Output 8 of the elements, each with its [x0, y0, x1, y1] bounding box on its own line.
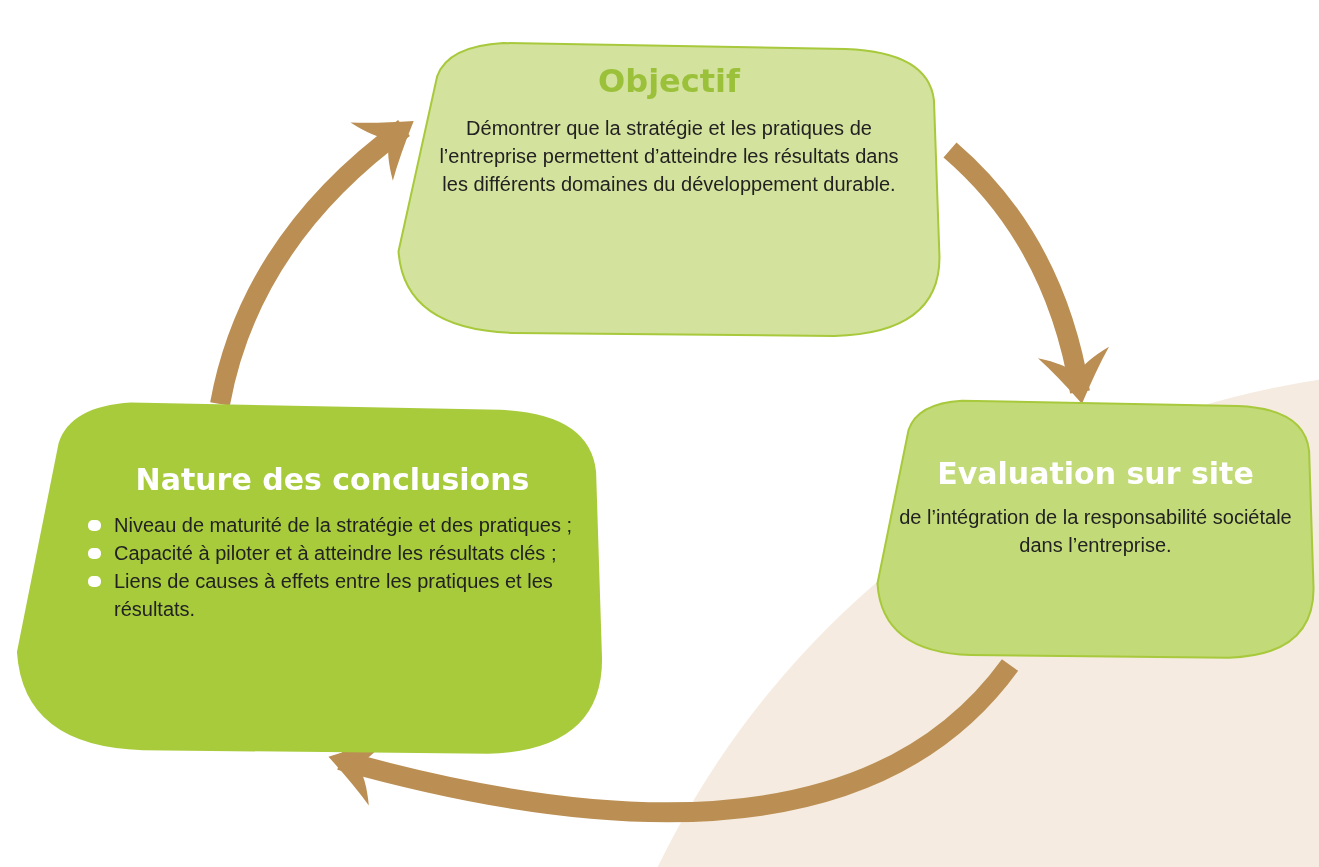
node-description: de l’intégration de la responsabilité sociétale dans l’entreprise.: [898, 505, 1293, 558]
list-item: Liens de causes à effets entre les pratiques et les résultats.: [114, 570, 553, 620]
node-heading: Objectif: [597, 62, 742, 100]
list-item: Niveau de maturité de la stratégie et des pratiques ;: [114, 514, 573, 536]
node-heading: Nature des conclusions: [134, 462, 531, 497]
node-heading: Evaluation sur site: [936, 456, 1255, 491]
node-description: Démontrer que la stratégie et les pratiques de l’entreprise permettent d’atteindre les résultats dans les différents domaines du développement durable.: [438, 116, 900, 197]
list-item: Capacité à piloter et à atteindre les résultats clés ;: [114, 542, 557, 564]
